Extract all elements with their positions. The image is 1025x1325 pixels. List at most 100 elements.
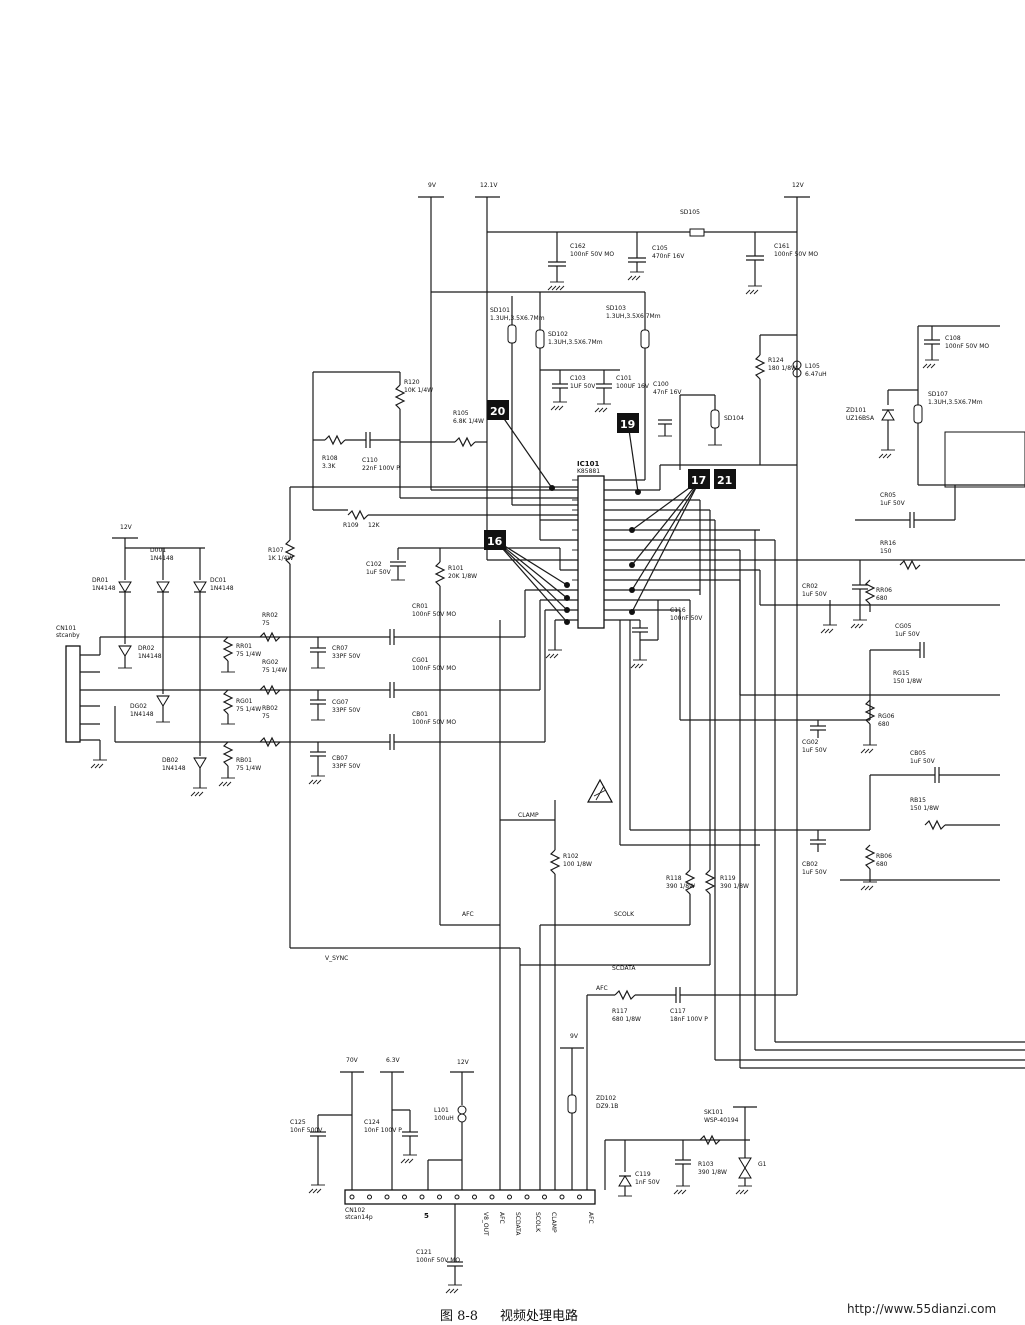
rb02-ref: RB02 <box>262 705 278 712</box>
sd103-ref: SD103 <box>606 305 626 312</box>
dc01-value: 1N4148 <box>210 585 234 592</box>
r102-value: 100 1/8W <box>563 861 592 868</box>
esd-warning-icon <box>586 778 614 803</box>
l101-ref: L101 <box>434 1107 449 1114</box>
cg07-ref: CG07 <box>332 699 349 706</box>
c101-value: 100UF 16V <box>616 383 650 390</box>
cg02-value: 1uF 50V <box>802 747 828 754</box>
r108-ref: R108 <box>322 455 338 462</box>
red-output-section: CR05 1uF 50V RR16 150 CR02 1uF 50V RR06 … <box>802 485 956 634</box>
c117-value: 18nF 100V P <box>670 1016 708 1023</box>
rail-12v-right-label: 12V <box>792 182 805 189</box>
cn102-pin-label-v8out: V8_OUT <box>482 1212 489 1236</box>
cr01-ref: CR01 <box>412 603 428 610</box>
dr01-ref: DR01 <box>92 577 109 584</box>
ic-routing <box>487 465 1025 742</box>
afc-mid-label: AFC <box>462 911 474 918</box>
rail-12v1-label: 12.1V <box>480 182 498 189</box>
r109-ref: R109 <box>343 522 359 529</box>
r102-ref: R102 <box>563 853 579 860</box>
rb02-value: 75 <box>262 713 270 720</box>
c121: C121 100nF 50V MO <box>416 1204 463 1294</box>
cg01-value: 100nF 50V MO <box>412 665 456 672</box>
sd101-value: 1.3UH,3.5X6.7Mm <box>490 315 545 322</box>
c162-value: 100nF 50V MO <box>570 251 614 258</box>
l105-value: 6.47uH <box>805 371 827 378</box>
rg01-ref: RG01 <box>236 698 253 705</box>
rg15-value: 150 1/8W <box>893 678 922 685</box>
decoupling-caps-mid: C103 1UF 50V C101 100UF 16V <box>540 369 650 413</box>
c161-value: 100nF 50V MO <box>774 251 818 258</box>
dg02-ref: DG02 <box>130 703 147 710</box>
c125-ref: C125 <box>290 1119 306 1126</box>
cn102-name: stcan14p <box>345 1214 373 1221</box>
rb06-ref: RB06 <box>876 853 892 860</box>
cb02-ref: CB02 <box>802 861 818 868</box>
rg02-value: 75 1/4W <box>262 667 287 674</box>
cn102-pin <box>489 1194 495 1200</box>
cb07-value: 33PF 50V <box>332 763 361 770</box>
sd107-ref: SD107 <box>928 391 948 398</box>
rb06-value: 680 <box>876 861 888 868</box>
bottom-right-protection: C119 1nF 50V R103 390 1/8W SK101 WSP-401… <box>604 1106 767 1197</box>
rg02-ref: RG02 <box>262 659 279 666</box>
c103-ref: C103 <box>570 375 586 382</box>
r119-ref: R119 <box>720 875 736 882</box>
cn102-connector: CN102 stcan14p 5 V8_OUT AFC SCDATA SCOLK… <box>344 1189 596 1236</box>
top-supply-rails: 9V 12.1V 12V <box>418 182 810 560</box>
sd105-ref: SD105 <box>680 209 700 216</box>
c108-ref: C108 <box>945 335 961 342</box>
cn101-connector: CN101 stcanby <box>56 625 107 769</box>
right-top-section: C108 100nF 50V MO SD107 1.3UH,3.5X6.7Mm … <box>846 325 1025 488</box>
cb02-value: 1uF 50V <box>802 869 828 876</box>
r124-value: 180 1/8W <box>768 365 797 372</box>
c102-value: 1uF 50V <box>366 569 392 576</box>
marker-21: 21 <box>717 474 732 487</box>
rb01-value: 75 1/4W <box>236 765 261 772</box>
cn102-pin <box>384 1194 390 1200</box>
sd106-value: DZ9.1B <box>596 1103 618 1110</box>
cb01-ref: CB01 <box>412 711 428 718</box>
c105-ref: C105 <box>652 245 668 252</box>
clamp-label: CLAMP <box>518 812 539 819</box>
c125-value: 10nF 500V <box>290 1127 323 1134</box>
sd106-ref: ZD102 <box>596 1095 616 1102</box>
c100-sd104: C100 47nF 16V SD104 <box>653 381 744 470</box>
cb07-ref: CB07 <box>332 755 348 762</box>
zd101-ref: ZD101 <box>846 407 866 414</box>
afc-label: AFC <box>596 985 608 992</box>
cg02-ref: CG02 <box>802 739 819 746</box>
cn102-pin <box>524 1194 530 1200</box>
marker-20: 20 <box>490 405 506 418</box>
r117-value: 680 1/8W <box>612 1016 641 1023</box>
top-capacitors: C162 100nF 50V MO C105 470nF 16V C161 10… <box>547 232 818 295</box>
rr02-ref: RR02 <box>262 612 278 619</box>
cr05-value: 1uF 50V <box>880 500 906 507</box>
green-output-section: CG05 1uF 50V RG15 150 1/8W RG06 680 CG02… <box>802 623 1000 783</box>
c161-ref: C161 <box>774 243 790 250</box>
c103-value: 1UF 50V <box>570 383 596 390</box>
c110-ref: C110 <box>362 457 378 464</box>
l101-value: 100uH <box>434 1115 454 1122</box>
cg05-ref: CG05 <box>895 623 912 630</box>
cn102-pin-label-afc2: AFC <box>587 1212 594 1224</box>
cb01-value: 100nF 50V MO <box>412 719 456 726</box>
cn102-pin <box>454 1194 460 1200</box>
sd101-ref: SD101 <box>490 307 510 314</box>
c105-value: 470nF 16V <box>652 253 685 260</box>
bottom-caps: C125 10nF 500V C124 10nF 100V P <box>290 1109 462 1194</box>
dc01-ref: DC01 <box>210 577 227 584</box>
rr16-ref: RR16 <box>880 540 896 547</box>
cn102-pin <box>472 1194 477 1200</box>
dg02-value: 1N4148 <box>130 711 154 718</box>
cn102-pin <box>559 1194 565 1200</box>
page-marker: 5 <box>424 1212 429 1220</box>
ferrite-beads-upper: SD101 1.3UH,3.5X6.7Mm SD102 1.3UH,3.5X6.… <box>490 292 661 490</box>
d001-value: 1N4148 <box>150 555 174 562</box>
rr01-ref: RR01 <box>236 643 252 650</box>
rb01-ref: RB01 <box>236 757 252 764</box>
rr01-value: 75 1/4W <box>236 651 261 658</box>
rail-12v-bottom-label: 12V <box>457 1059 470 1066</box>
sd104-ref: SD104 <box>724 415 744 422</box>
